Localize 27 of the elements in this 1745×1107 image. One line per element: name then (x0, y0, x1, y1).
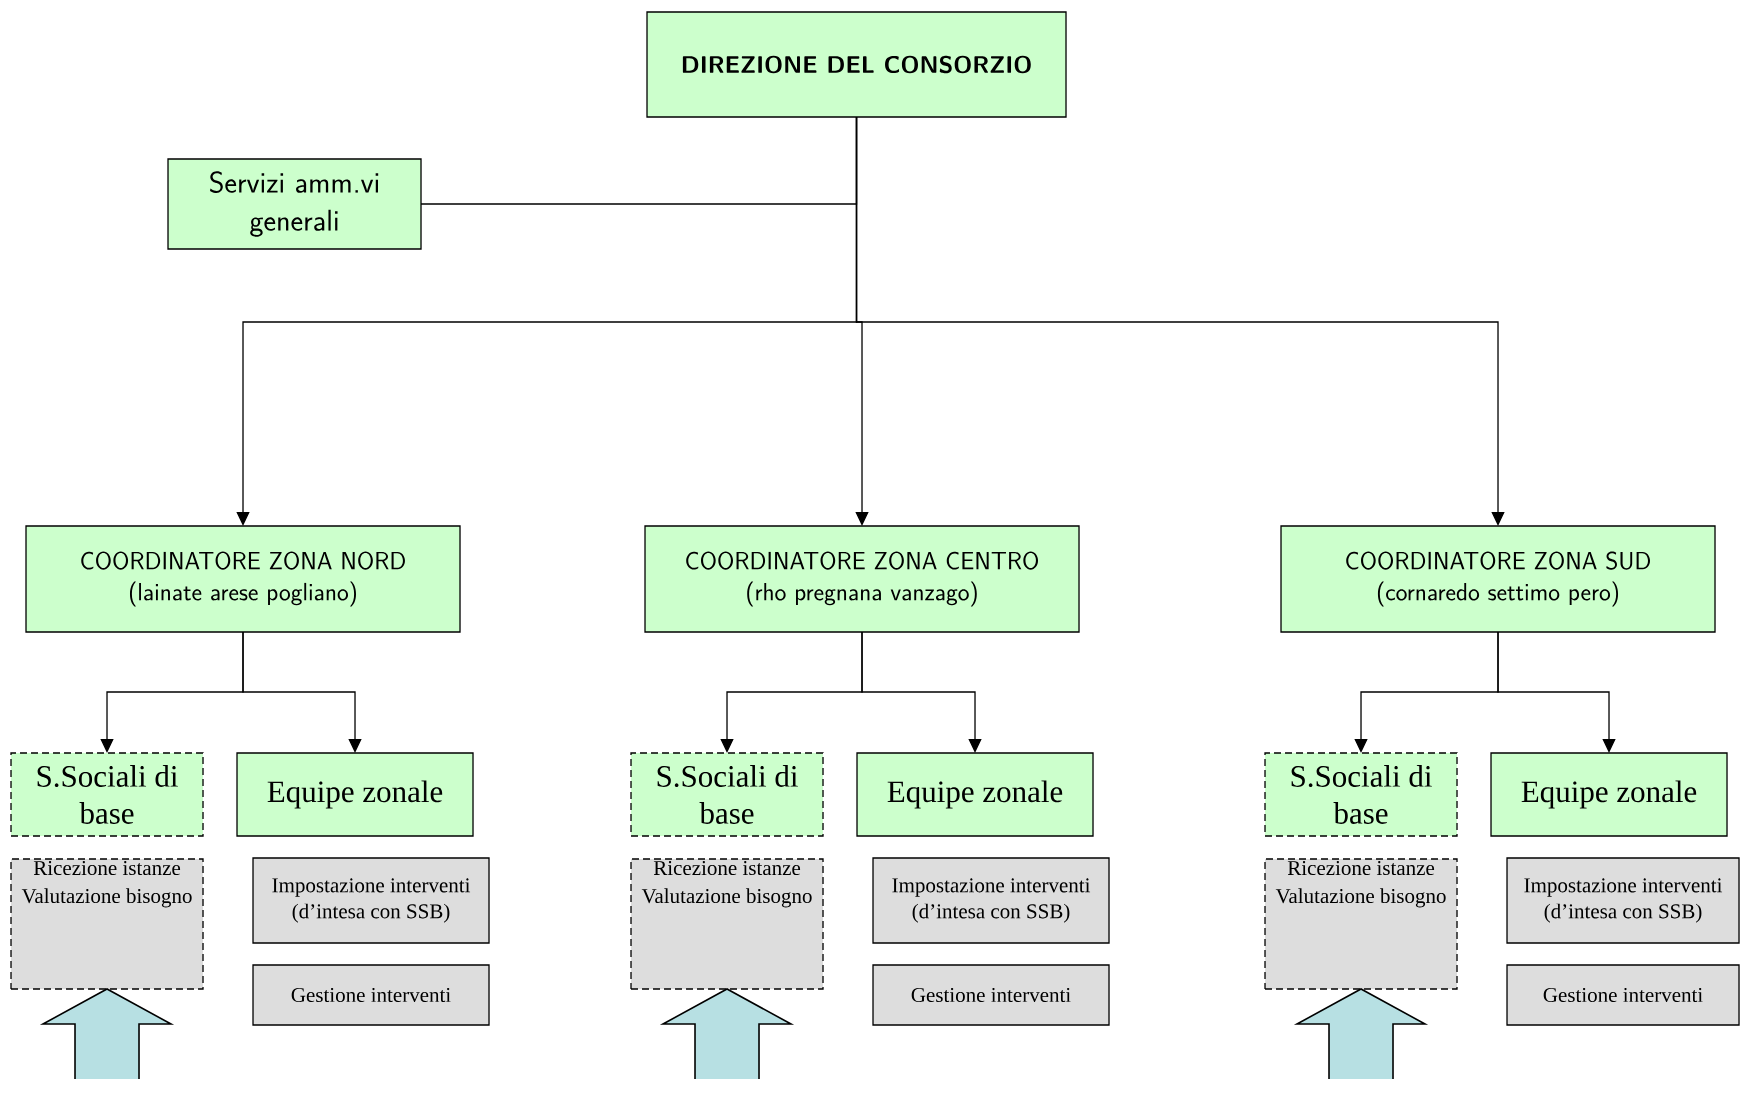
task-box: Gestione interventi (252, 964, 490, 1026)
dashed-box: S.Sociali di base (1264, 752, 1458, 837)
task-box: Impostazione interventi (d’intesa con SSB) (1506, 857, 1740, 944)
node-box: Equipe zonale (236, 752, 474, 837)
connector (855, 116, 1505, 526)
connector (1497, 631, 1616, 753)
connector (861, 631, 982, 753)
node-box: COORDINATORE ZONA SUD (cornaredo settimo pero) (1280, 525, 1716, 633)
node-box: Servizi amm.vi generali (167, 158, 422, 250)
task-box: Impostazione interventi (d’intesa con SSB) (252, 857, 490, 944)
task-box: Gestione interventi (1506, 964, 1740, 1026)
dashed-box: Ricezione istanze Valutazione bisogno (630, 858, 824, 990)
task-box: Impostazione interventi (d’intesa con SSB) (872, 857, 1110, 944)
dashed-box: Ricezione istanze Valutazione bisogno (10, 858, 204, 990)
node-box: DIREZIONE DEL CONSORZIO (646, 11, 1067, 118)
block-arrow (39, 988, 175, 1080)
dashed-box: Ricezione istanze Valutazione bisogno (1264, 858, 1458, 990)
task-box: Gestione interventi (872, 964, 1110, 1026)
node-box: Equipe zonale (1490, 752, 1728, 837)
node-box: COORDINATORE ZONA NORD (lainate arese pogliano) (25, 525, 461, 633)
node-box: COORDINATORE ZONA CENTRO (rho pregnana vanzago) (644, 525, 1080, 633)
block-arrow (659, 988, 795, 1080)
dashed-box: S.Sociali di base (630, 752, 824, 837)
block-arrow (1293, 988, 1429, 1080)
dashed-box: S.Sociali di base (10, 752, 204, 837)
node-box: Equipe zonale (856, 752, 1094, 837)
connector (242, 631, 362, 753)
